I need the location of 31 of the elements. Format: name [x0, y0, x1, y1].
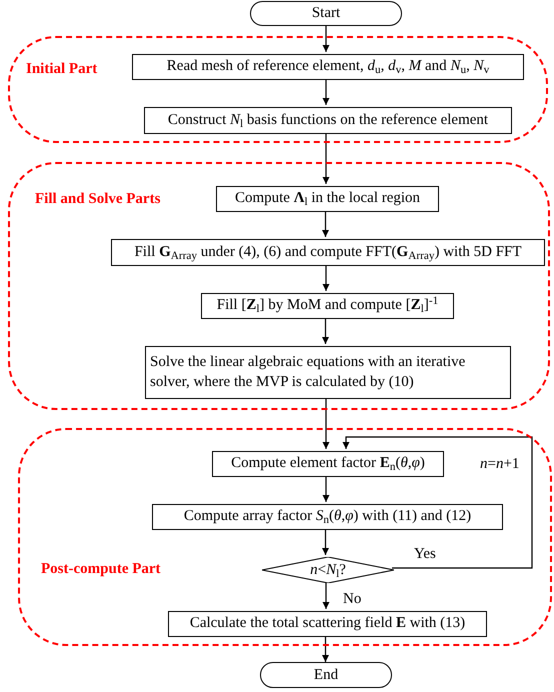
arrow — [322, 264, 330, 291]
process-box: Construct N$_{l}$ basis functions on the reference element — [144, 107, 512, 134]
process-box: Calculate the total scattering field E with (13) — [168, 611, 487, 637]
loop-note: n=n+1 — [480, 455, 520, 474]
arrow — [322, 397, 330, 449]
dashed-region — [8, 162, 550, 410]
process-box: Solve the linear algebraic equations with an iterative solver, where the MVP is calculated by (10) — [145, 346, 511, 399]
arrow — [322, 475, 330, 502]
terminal-pill: Start — [250, 1, 402, 26]
arrow — [322, 26, 330, 52]
dashed-region — [18, 428, 552, 646]
region-label: Post-compute Part — [41, 560, 161, 579]
process-box: Fill [Z$_{l}$] by MoM and compute [Z$_{l}$]$^{-1}$ — [201, 293, 454, 319]
process-box: Compute array factor S$_{n}$(θ,φ) with (11) and (12) — [152, 504, 503, 530]
process-box: Compute Λ$_{l}$ in the local region — [216, 186, 439, 212]
arrow — [322, 317, 329, 344]
decision-diamond: n<N$_{l}$? — [262, 557, 394, 583]
arrow — [322, 528, 329, 555]
dashed-region — [8, 36, 548, 143]
process-box: Read mesh of reference element, d$_{u}$, d$_{v}$, M and N$_{u}$, N$_{v}$ — [132, 54, 524, 80]
terminal-pill: End — [260, 662, 392, 688]
process-box: Compute element factor E$_{n}$(θ,φ) — [212, 451, 444, 477]
arrow — [322, 78, 330, 105]
region-label: Fill and Solve Parts — [35, 190, 160, 209]
arrow — [322, 635, 329, 662]
arrow — [342, 436, 533, 569]
arrow — [322, 581, 330, 609]
process-box: Fill G$_{Array}$ under (4), (6) and compute FFT(G$_{Array}$) with 5D FFT — [111, 239, 545, 266]
region-label: Initial Part — [26, 60, 98, 79]
arrow — [322, 210, 329, 237]
arrow — [322, 132, 330, 184]
